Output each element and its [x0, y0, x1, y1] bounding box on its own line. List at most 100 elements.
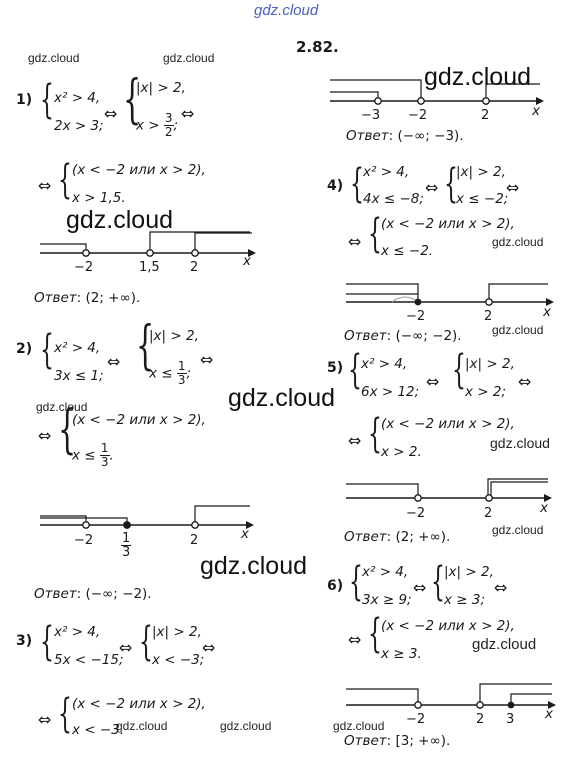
answer: Ответ: (2; +∞).: [34, 290, 141, 306]
tick-label: −3: [361, 108, 381, 123]
system-brace: {: [368, 411, 382, 457]
inequality: |x| > 2,: [456, 164, 506, 180]
inequality: (x < −2 или x > 2),: [381, 618, 515, 634]
watermark-large: gdz.cloud: [228, 384, 336, 412]
equivalence-arrow: ⇔: [119, 638, 133, 657]
system-brace: {: [368, 211, 382, 257]
inequality: 5x < −15;: [54, 652, 124, 668]
answer: Ответ: [3; +∞).: [344, 733, 451, 749]
tick-label: −2: [408, 108, 428, 123]
inequality: |x| > 2,: [149, 328, 199, 344]
inequality: x > 2.: [381, 444, 422, 460]
equivalence-arrow: ⇔: [104, 104, 118, 123]
answer: Ответ: (−∞; −3).: [346, 128, 464, 144]
system-brace: {: [350, 161, 364, 207]
equivalence-arrow: ⇔: [348, 232, 362, 251]
inequality: |x| > 2,: [152, 624, 202, 640]
inequality: 2x > 3;: [54, 118, 104, 134]
watermark: gdz.cloud: [36, 400, 88, 414]
system-brace: {: [368, 611, 382, 657]
inequality: x² > 4,: [54, 340, 101, 356]
axis-label-x: x: [540, 500, 548, 516]
answer: Ответ: (−∞; −2).: [344, 328, 462, 344]
system-brace: {: [40, 619, 54, 665]
inequality: x ≤ −2.: [381, 243, 434, 259]
system-brace: {: [349, 559, 363, 605]
inequality: 6x > 12;: [361, 384, 420, 400]
equivalence-arrow: ⇔: [38, 710, 52, 729]
watermark-large: gdz.cloud: [66, 206, 174, 234]
tick-label: 3: [506, 712, 515, 727]
inequality: x < −3.: [72, 722, 125, 738]
system-brace: {: [58, 400, 77, 460]
open-point: [146, 249, 154, 257]
axis-label-x: x: [532, 103, 540, 119]
tick-label: 2: [190, 260, 199, 275]
inequality: 3x ≥ 9;: [362, 592, 412, 608]
equivalence-arrow: ⇔: [494, 578, 508, 597]
watermark: gdz.cloud: [490, 435, 550, 451]
watermark: gdz.cloud: [492, 235, 544, 249]
equivalence-arrow: ⇔: [413, 578, 427, 597]
part-3-label: 3): [16, 633, 33, 649]
number-line-3: [330, 79, 544, 105]
equivalence-arrow: ⇔: [425, 178, 439, 197]
inequality: x > 2;: [465, 384, 507, 400]
system-brace: {: [58, 157, 72, 203]
equivalence-arrow: ⇔: [38, 426, 52, 445]
tick-label: 2: [190, 533, 199, 548]
watermark: gdz.cloud: [492, 523, 544, 537]
tick-label: −2: [406, 712, 426, 727]
system-brace: {: [40, 77, 54, 123]
inequality: 3x ≤ 1;: [54, 368, 104, 384]
tick-label: 1,5: [139, 260, 160, 275]
answer: Ответ: (2; +∞).: [344, 529, 451, 545]
problem-number: 2.82.: [296, 38, 339, 56]
inequality: (x < −2 или x > 2),: [381, 416, 515, 432]
number-line-2: [40, 505, 254, 529]
watermark-large: gdz.cloud: [424, 63, 532, 91]
equivalence-arrow: ⇔: [107, 352, 121, 371]
equivalence-arrow: ⇔: [181, 104, 195, 123]
watermark: gdz.cloud: [472, 636, 537, 653]
inequality: |x| > 2,: [136, 80, 186, 96]
part-2-label: 2): [16, 341, 33, 357]
inequality: x² > 4,: [54, 90, 101, 106]
open-point: [82, 249, 90, 257]
watermark: gdz.cloud: [163, 51, 215, 65]
system-brace: {: [431, 559, 445, 605]
system-brace: {: [444, 161, 458, 207]
inequality: (x < −2 или x > 2),: [72, 412, 206, 428]
axis-label-x: x: [545, 706, 553, 722]
tick-label: 2: [481, 108, 490, 123]
inequality: x² > 4,: [362, 564, 409, 580]
inequality: x² > 4,: [361, 356, 408, 372]
watermark-large: gdz.cloud: [200, 552, 308, 580]
tick-label: 2: [484, 309, 493, 324]
tick-label: −2: [406, 309, 426, 324]
part-4-label: 4): [327, 178, 344, 194]
part-6-label: 6): [327, 578, 344, 594]
site-watermark-top[interactable]: gdz.cloud: [254, 2, 319, 19]
tick-label: −2: [74, 533, 94, 548]
system-brace: {: [452, 347, 466, 393]
equivalence-arrow: ⇔: [200, 350, 214, 369]
inequality: x ≥ 3.: [381, 646, 422, 662]
inequality: (x < −2 или x > 2),: [72, 162, 206, 178]
inequality: x² > 4,: [54, 624, 101, 640]
number-line-4: [346, 283, 554, 306]
inequality: 4x ≤ −8;: [363, 191, 424, 207]
inequality: x² > 4,: [363, 164, 410, 180]
axis-label-x: x: [243, 253, 251, 269]
equivalence-arrow: ⇔: [518, 372, 532, 391]
equivalence-arrow: ⇔: [38, 176, 52, 195]
system-brace: {: [58, 691, 72, 737]
tick-label: −2: [74, 260, 94, 275]
equivalence-arrow: ⇔: [426, 372, 440, 391]
equivalence-arrow: ⇔: [506, 178, 520, 197]
